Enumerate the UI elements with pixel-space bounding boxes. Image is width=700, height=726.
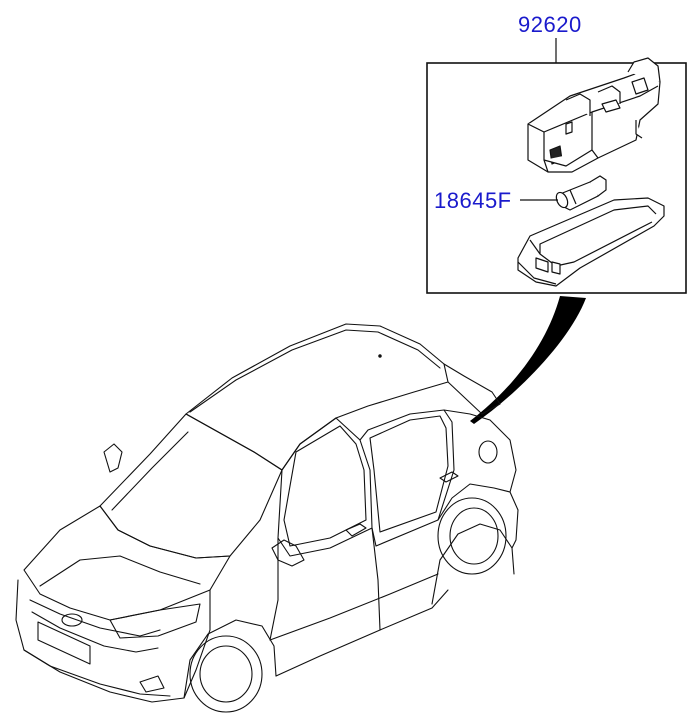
lamp-lens	[517, 197, 665, 287]
location-leader	[470, 296, 586, 424]
car-outline	[15, 323, 519, 713]
part-number-bulb: 18645F	[434, 188, 512, 213]
lamp-housing	[527, 57, 661, 173]
part-number-assembly: 92620	[518, 12, 582, 37]
bulb	[555, 175, 607, 211]
